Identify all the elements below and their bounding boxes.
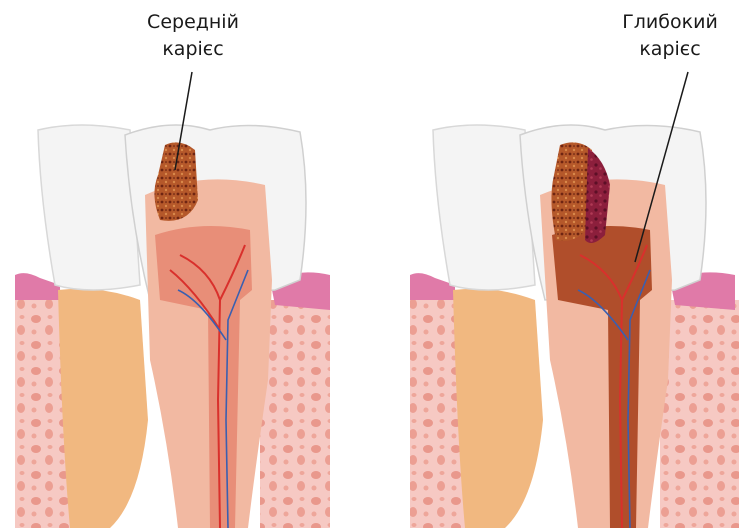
neighbor-crown-right xyxy=(433,125,535,290)
tooth-left xyxy=(15,72,330,528)
neighbor-root-left xyxy=(58,289,148,528)
bone-left-inner xyxy=(260,300,330,528)
tooth-right xyxy=(410,72,739,528)
neighbor-root-right xyxy=(453,289,543,528)
neighbor-crown-left xyxy=(38,125,140,290)
bone-right-inner xyxy=(660,300,739,528)
